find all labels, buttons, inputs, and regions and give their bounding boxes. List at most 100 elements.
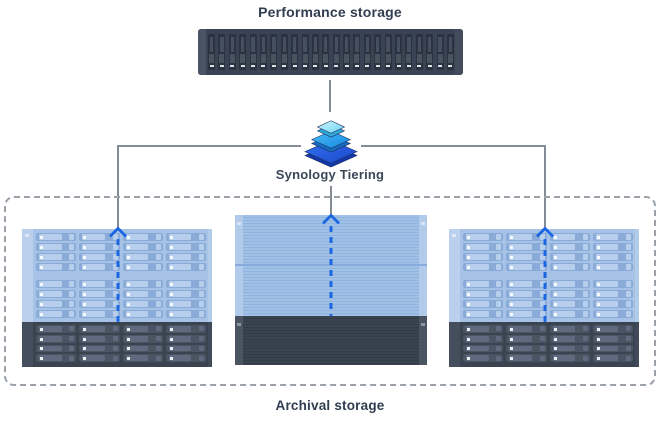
drive-tray	[165, 344, 206, 353]
drive-tray	[79, 263, 120, 271]
drive-tray	[549, 300, 590, 308]
unit-bezel	[635, 229, 639, 322]
drive-shelf	[463, 233, 633, 271]
rack-drive-slot	[301, 34, 309, 70]
arrow-dashed-line	[329, 226, 333, 316]
drive-tray	[506, 290, 547, 298]
drive-tray	[36, 253, 77, 261]
drive-tray	[36, 344, 77, 353]
drive-tray	[36, 280, 77, 288]
drive-tray	[592, 300, 633, 308]
drive-tray	[463, 344, 504, 353]
drive-tray	[79, 310, 120, 318]
rack-drive-slot	[415, 34, 423, 70]
tray-row	[463, 290, 633, 298]
drive-tray	[165, 243, 206, 251]
drive-tray	[165, 280, 206, 288]
drive-tray	[122, 263, 163, 271]
drive-tray	[122, 290, 163, 298]
tray-row	[463, 243, 633, 251]
drive-tray	[592, 310, 633, 318]
tray-row	[36, 263, 206, 271]
connector-branch-left	[117, 145, 301, 147]
rack-drive-slot	[446, 34, 454, 70]
drive-tray	[506, 334, 547, 343]
unit-bezel	[635, 322, 639, 367]
unit-bezel	[449, 229, 460, 322]
drive-shelf	[36, 280, 206, 318]
rack-drive-slot	[322, 34, 330, 70]
drive-shelf	[36, 325, 206, 362]
archival-storage-label: Archival storage	[275, 398, 385, 413]
tray-row	[463, 344, 633, 353]
drive-tray	[122, 280, 163, 288]
rack-drive-slot	[280, 34, 288, 70]
drive-tray	[79, 233, 120, 241]
drive-tray	[79, 344, 120, 353]
drive-tray	[79, 243, 120, 251]
rack-drive-slot	[436, 34, 444, 70]
drive-tray	[122, 334, 163, 343]
arrow-dashed-line	[116, 239, 120, 322]
drive-tray	[549, 233, 590, 241]
drive-tray	[506, 243, 547, 251]
drive-tray	[36, 290, 77, 298]
drive-tray	[549, 280, 590, 288]
rack-drive-slot	[395, 34, 403, 70]
drive-tray	[592, 263, 633, 271]
tray-row	[36, 334, 206, 343]
drive-tray	[506, 310, 547, 318]
rack-drive-slot	[270, 34, 278, 70]
drive-tray	[463, 253, 504, 261]
cold-tier-section	[235, 316, 427, 365]
rack-drive-slot	[249, 34, 257, 70]
drive-tray	[165, 290, 206, 298]
drive-tray	[79, 280, 120, 288]
drive-tray	[592, 354, 633, 362]
drive-tray	[463, 290, 504, 298]
tray-row	[36, 243, 206, 251]
cold-tier-section	[449, 322, 639, 367]
drive-tray	[165, 334, 206, 343]
connector-drop-left	[117, 145, 119, 229]
rack-right-bezel	[455, 29, 463, 75]
drive-tray	[463, 325, 504, 333]
connector-branch-right	[361, 145, 546, 147]
rack-drive-slot	[218, 34, 226, 70]
drive-tray	[122, 243, 163, 251]
tray-row	[36, 253, 206, 261]
drive-tray	[165, 253, 206, 261]
drive-tray	[592, 233, 633, 241]
drive-tray	[122, 354, 163, 362]
tray-row	[36, 233, 206, 241]
tray-row	[463, 233, 633, 241]
rack-drive-slot	[426, 34, 434, 70]
unit-bezel	[208, 229, 212, 322]
connector-drop-right	[544, 145, 546, 229]
rack-drive-slot	[259, 34, 267, 70]
drive-tray	[463, 233, 504, 241]
tray-row	[36, 310, 206, 318]
drive-tray	[165, 354, 206, 362]
drive-tray	[549, 253, 590, 261]
synology-tiering-label: Synology Tiering	[275, 167, 385, 182]
performance-storage-label: Performance storage	[258, 4, 402, 20]
drive-tray	[79, 253, 120, 261]
rack-drive-slot	[228, 34, 236, 70]
drive-tray	[36, 354, 77, 362]
rack-drive-slot	[343, 34, 351, 70]
tray-row	[463, 263, 633, 271]
unit-bezel	[22, 229, 33, 322]
tray-row	[36, 280, 206, 288]
drive-shelf	[463, 325, 633, 362]
drive-tray	[592, 344, 633, 353]
tier-up-arrow-left	[108, 226, 128, 322]
drive-tray	[506, 325, 547, 333]
tray-row	[463, 334, 633, 343]
drive-tray	[463, 310, 504, 318]
drive-tray	[592, 243, 633, 251]
rack-drive-slot	[363, 34, 371, 70]
tray-row	[463, 325, 633, 333]
connector-drop-center	[330, 186, 332, 215]
